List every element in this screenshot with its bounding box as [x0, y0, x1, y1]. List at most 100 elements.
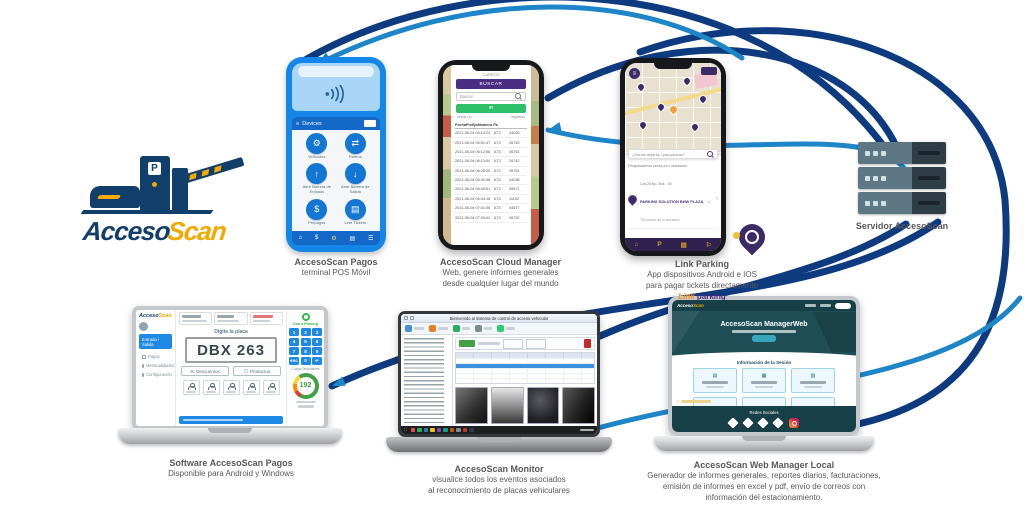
keypad-key[interactable]: 0 — [300, 356, 311, 365]
pos-tile-label: Leer Tickets — [344, 219, 367, 225]
map-pin[interactable] — [637, 119, 649, 131]
table-row[interactable]: 2021-06-04 07:09:42 A73 26792 — [455, 213, 527, 223]
toolbar-button[interactable] — [497, 325, 515, 332]
keypad-key[interactable]: 8 — [300, 347, 311, 355]
vehicle-type-tile[interactable] — [242, 380, 260, 395]
pos-action-tile[interactable]: ↑ Abrir Barrera de Entrada — [298, 163, 336, 197]
session-card[interactable] — [791, 397, 835, 407]
keypad-key[interactable]: ↵ — [312, 356, 322, 365]
social-icon[interactable] — [742, 417, 754, 429]
social-icon[interactable] — [727, 417, 739, 429]
windows-taskbar[interactable]: ∷ — [401, 426, 597, 434]
bottom-nav-icon[interactable]: P — [657, 241, 662, 248]
keypad-key[interactable]: 6 — [312, 337, 322, 346]
bottom-nav-icon[interactable]: ⚐ — [705, 241, 712, 249]
nav-link[interactable] — [820, 304, 831, 307]
pos-nav-icon[interactable]: ⌂ — [298, 235, 303, 241]
column-header[interactable]: Fecha — [455, 122, 466, 127]
table-row[interactable]: 2021-06-04 06:13:54 A73 26742 — [455, 157, 527, 167]
events-table[interactable] — [455, 352, 595, 384]
keypad-key[interactable]: esc — [289, 356, 299, 365]
column-header[interactable]: Número Fa — [477, 122, 498, 127]
input-box[interactable] — [526, 338, 546, 349]
nav-link[interactable] — [805, 304, 816, 307]
table-row[interactable]: 2021-06-04 07:01:05 A73 44577 — [455, 204, 527, 214]
discounts-button[interactable]: % Descuentos — [181, 366, 229, 376]
pdf-icon[interactable] — [584, 339, 591, 348]
pos-action-tile[interactable]: ▤ Leer Tickets — [337, 198, 375, 228]
keypad-key[interactable]: 9 — [312, 347, 322, 355]
social-icon[interactable] — [757, 417, 769, 429]
menu-icon[interactable]: ≡ — [296, 120, 300, 127]
table-row[interactable]: 2021-06-04 05:14:23 A73 44026 — [455, 129, 527, 139]
toolbar-button[interactable] — [453, 325, 470, 332]
vehicle-type-tile[interactable] — [202, 380, 220, 395]
map-pin[interactable] — [635, 81, 647, 93]
pos-action-tile[interactable]: ↓ Abrir Barrera de Salida — [337, 163, 375, 197]
table-row[interactable]: 2021-06-04 06:44:18 A73 11192 — [455, 195, 527, 204]
sidebar-item[interactable]: Pagos — [139, 352, 172, 361]
pos-action-tile[interactable]: ⇄ Retiros — [337, 133, 375, 162]
search-input[interactable]: Buscar — [456, 92, 526, 101]
table-row[interactable]: 2021-06-04 06:45:51 A73 45571 — [455, 185, 527, 195]
capture-photo[interactable] — [526, 387, 560, 424]
session-card[interactable]: ▤ — [693, 368, 737, 394]
pos-action-tile[interactable]: $ Prepagos — [298, 198, 336, 228]
buscar-button[interactable]: BUSCAR — [456, 79, 526, 89]
pos-action-tile[interactable]: ⚙ Vehículos — [298, 133, 336, 162]
go-button[interactable] — [459, 340, 475, 347]
pos-nav-icon[interactable]: ⚙ — [331, 235, 337, 242]
session-card[interactable]: ▦ — [742, 368, 786, 394]
pos-nav-icon[interactable]: ▤ — [349, 235, 356, 242]
bottom-nav-icon[interactable]: ⌂ — [634, 241, 639, 248]
map-pin[interactable] — [689, 121, 701, 133]
sidebar-item[interactable]: Configuración — [139, 370, 172, 379]
instagram-icon[interactable] — [789, 418, 799, 429]
hero-button[interactable] — [752, 335, 776, 343]
session-card[interactable]: ▧ — [791, 368, 835, 394]
products-button[interactable]: ▢ Productos — [233, 366, 281, 376]
toolbar-button[interactable] — [429, 325, 448, 332]
table-row[interactable]: 2021-06-04 06:12:58 A73 26762 — [455, 148, 527, 158]
destination-search-input[interactable]: ¿Dónde dejarás / parquearás? — [628, 149, 718, 159]
toolbar-button[interactable] — [405, 325, 424, 332]
keypad-key[interactable]: 7 — [289, 347, 299, 355]
windows-start-icon[interactable]: ∷ — [404, 427, 407, 432]
event-log-panel[interactable] — [401, 335, 453, 426]
keypad-key[interactable]: 1 — [289, 328, 299, 336]
table-row[interactable]: 2021-06-04 06:30:58 A73 44038 — [455, 176, 527, 186]
map-pin[interactable] — [681, 75, 693, 87]
table-row[interactable]: 2021-06-04 06:25:20 A73 26751 — [455, 167, 527, 176]
action-bar[interactable] — [179, 416, 283, 424]
ir-button[interactable]: IR — [456, 104, 526, 113]
table-row[interactable] — [456, 378, 594, 383]
capture-photo[interactable] — [490, 387, 524, 424]
toolbar-button[interactable] — [475, 325, 492, 332]
capture-photo[interactable] — [562, 387, 595, 424]
keypad-key[interactable]: 3 — [312, 328, 322, 336]
input-box[interactable] — [503, 338, 523, 349]
selected-map-pin[interactable] — [667, 103, 680, 116]
bottom-nav-icon[interactable]: ▤ — [680, 241, 687, 249]
parking-list-item[interactable]: Cra 28 No. 30a - 54 PARKING SOLUTION BHW… — [626, 170, 718, 229]
menu-button[interactable]: ≡ — [629, 68, 640, 79]
vehicle-type-tile[interactable] — [222, 380, 240, 395]
session-card[interactable] — [742, 397, 786, 407]
vehicle-type-tile[interactable] — [182, 380, 200, 395]
sidebar-item-entrada-salida[interactable]: Entrada / Salida — [139, 334, 172, 349]
close-link[interactable]: cerrar (x) — [457, 115, 472, 119]
map-view[interactable]: ≡ — [625, 63, 721, 155]
table-row[interactable]: 2021-06-04 05:51:47 A73 26745 — [455, 138, 527, 148]
keypad-key[interactable]: 4 — [289, 337, 299, 346]
nav-button[interactable] — [835, 302, 851, 309]
keypad-key[interactable]: 2 — [300, 328, 311, 336]
vehicle-type-tile[interactable] — [262, 380, 280, 395]
capture-photo[interactable] — [455, 387, 488, 424]
pos-nav-icon[interactable]: ☰ — [368, 235, 374, 242]
column-header[interactable]: Prefijo — [465, 122, 478, 127]
pos-nav-icon[interactable]: $ — [314, 235, 319, 241]
social-icon[interactable] — [772, 417, 784, 429]
sidebar-item[interactable]: Mensualidades — [139, 361, 174, 370]
plate-display[interactable]: DBX 263 — [185, 337, 277, 363]
keypad-key[interactable]: 5 — [300, 337, 311, 346]
